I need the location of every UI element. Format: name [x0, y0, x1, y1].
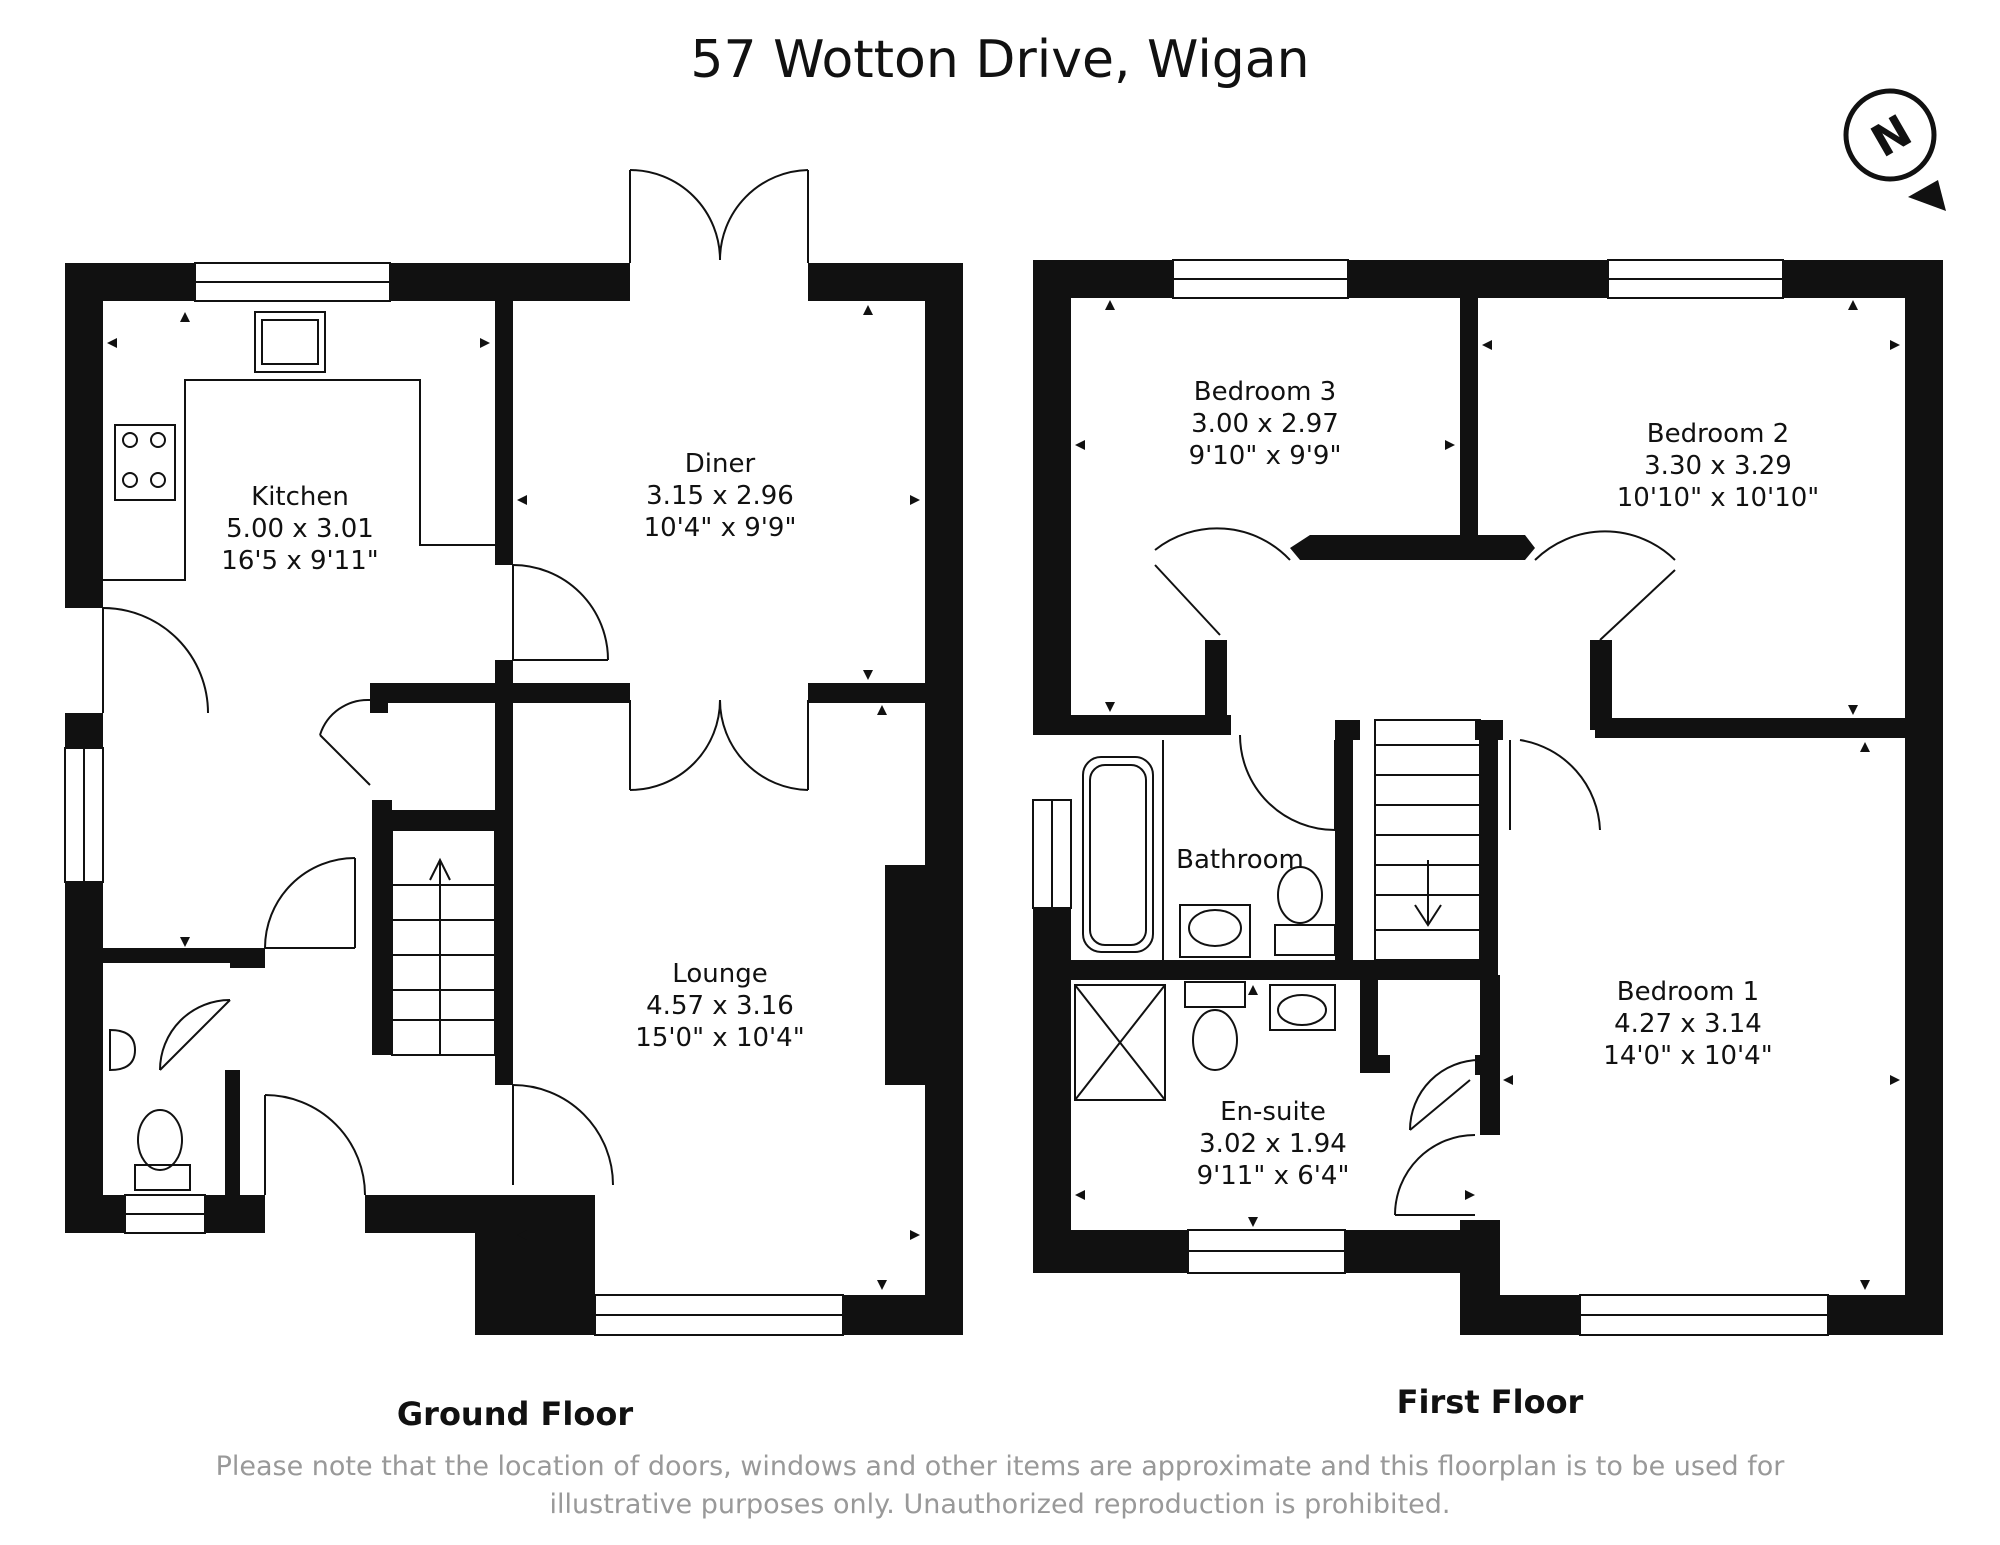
room-name: Bathroom — [1176, 845, 1304, 875]
room-bedroom1: Bedroom 1 4.27 x 3.14 14'0" x 10'4" — [1603, 977, 1772, 1071]
room-name: Lounge — [672, 959, 767, 989]
room-name: Diner — [685, 449, 756, 479]
north-compass-icon: N — [1843, 88, 1946, 211]
room-name: En-suite — [1220, 1097, 1326, 1127]
room-imperial: 9'10" x 9'9" — [1189, 441, 1342, 471]
room-metric: 3.00 x 2.97 — [1191, 409, 1339, 439]
room-name: Kitchen — [251, 482, 349, 512]
room-name: Bedroom 3 — [1194, 377, 1336, 407]
room-metric: 3.02 x 1.94 — [1199, 1129, 1347, 1159]
room-imperial: 14'0" x 10'4" — [1603, 1041, 1772, 1071]
room-imperial: 10'4" x 9'9" — [644, 513, 797, 543]
room-name: Bedroom 1 — [1617, 977, 1759, 1007]
room-bathroom: Bathroom — [1176, 845, 1304, 875]
room-metric: 3.15 x 2.96 — [646, 481, 794, 511]
fixtures — [103, 311, 1481, 1191]
ground-floor-walls — [65, 263, 963, 1335]
room-ensuite: En-suite 3.02 x 1.94 9'11" x 6'4" — [1197, 1097, 1350, 1191]
plan-title: 57 Wotton Drive, Wigan — [690, 30, 1310, 90]
room-metric: 4.27 x 3.14 — [1614, 1009, 1762, 1039]
doors — [102, 169, 1676, 1216]
ground-floor-label: Ground Floor — [397, 1395, 633, 1433]
room-diner: Diner 3.15 x 2.96 10'4" x 9'9" — [644, 449, 797, 543]
room-bedroom2: Bedroom 2 3.30 x 3.29 10'10" x 10'10" — [1617, 419, 1819, 513]
room-metric: 3.30 x 3.29 — [1644, 451, 1792, 481]
room-imperial: 9'11" x 6'4" — [1197, 1161, 1350, 1191]
room-imperial: 15'0" x 10'4" — [635, 1023, 804, 1053]
room-bedroom3: Bedroom 3 3.00 x 2.97 9'10" x 9'9" — [1189, 377, 1342, 471]
room-name: Bedroom 2 — [1647, 419, 1789, 449]
disclaimer-text: Please note that the location of doors, … — [215, 1451, 1785, 1520]
dimension-markers — [107, 300, 1900, 1290]
windows — [64, 259, 1829, 1336]
first-floor-walls — [1033, 260, 1943, 1335]
room-kitchen: Kitchen 5.00 x 3.01 16'5 x 9'11" — [221, 482, 378, 576]
room-imperial: 10'10" x 10'10" — [1617, 483, 1819, 513]
room-lounge: Lounge 4.57 x 3.16 15'0" x 10'4" — [635, 959, 804, 1053]
room-imperial: 16'5 x 9'11" — [221, 546, 378, 576]
room-metric: 4.57 x 3.16 — [646, 991, 794, 1021]
first-floor-label: First Floor — [1397, 1383, 1584, 1421]
room-metric: 5.00 x 3.01 — [226, 514, 374, 544]
